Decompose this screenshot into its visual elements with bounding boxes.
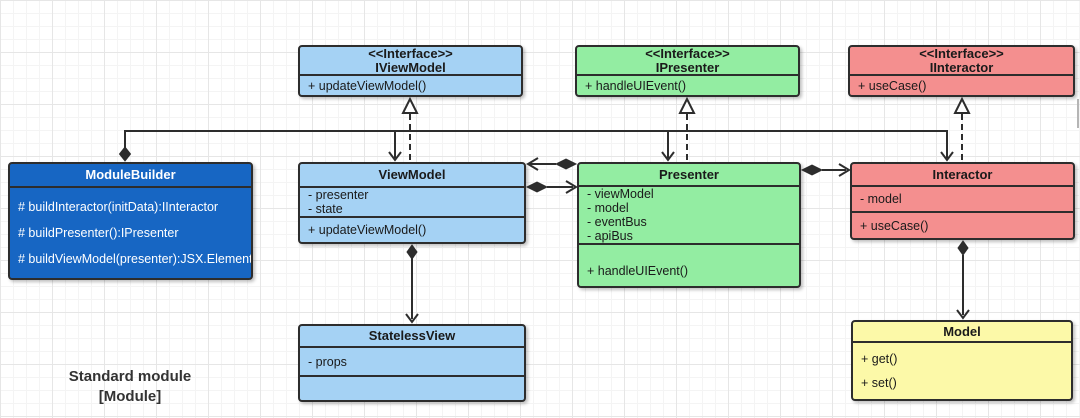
class-presenter[interactable]: Presenter - viewModel - model - eventBus…: [577, 162, 801, 288]
viewmodel-title: ViewModel: [300, 164, 524, 188]
model-method: + get(): [861, 352, 898, 367]
diagram-caption: Standard module [Module]: [30, 367, 230, 407]
presenter-attribute: - eventBus: [587, 215, 647, 229]
edge-presenter-realizes-ipresenter: [678, 96, 696, 160]
class-model[interactable]: Model + get() + set(): [851, 320, 1073, 401]
edge-viewmodel-realizes-iviewmodel: [401, 96, 419, 160]
iinteractor-method: + useCase(): [858, 78, 927, 93]
presenter-method: + handleUIEvent(): [587, 264, 689, 278]
statelessview-title: StatelessView: [300, 326, 524, 348]
presenter-attribute: - model: [587, 201, 629, 215]
model-title: Model: [853, 322, 1071, 343]
viewmodel-attribute: - presenter: [308, 188, 369, 202]
interactor-title: Interactor: [852, 164, 1073, 187]
modulebuilder-method: # buildPresenter():IPresenter: [18, 226, 179, 240]
interface-ipresenter[interactable]: <<Interface>> IPresenter + handleUIEvent…: [575, 45, 800, 97]
edge-interactor-composes-model: [956, 240, 970, 320]
iinteractor-stereotype: <<Interface>>: [919, 45, 1004, 61]
viewmodel-attribute: - state: [308, 202, 343, 216]
edge-presenter-composes-viewmodel: [526, 157, 578, 171]
class-interactor[interactable]: Interactor - model + useCase(): [850, 162, 1075, 240]
iviewmodel-method: + updateViewModel(): [308, 78, 427, 93]
presenter-title: Presenter: [579, 164, 799, 187]
class-modulebuilder-title: ModuleBuilder: [10, 164, 251, 188]
viewmodel-method: + updateViewModel(): [308, 223, 427, 237]
edge-viewmodel-composes-statelessview: [405, 244, 419, 324]
diagram-caption-line1: Standard module: [68, 368, 192, 385]
class-modulebuilder[interactable]: ModuleBuilder # buildInteractor(initData…: [8, 162, 253, 280]
presenter-attribute: - apiBus: [587, 229, 633, 243]
edge-interactor-realizes-iinteractor: [953, 96, 971, 160]
class-statelessview[interactable]: StatelessView - props: [298, 324, 526, 402]
modulebuilder-method: # buildInteractor(initData):IInteractor: [18, 200, 219, 214]
iviewmodel-name: IViewModel: [375, 59, 446, 75]
edge-viewmodel-composes-presenter: [525, 180, 578, 194]
edge-modulebuilder-composes-components: [118, 130, 954, 162]
class-viewmodel[interactable]: ViewModel - presenter - state + updateVi…: [298, 162, 526, 244]
ipresenter-method: + handleUIEvent(): [585, 78, 687, 93]
interface-iinteractor[interactable]: <<Interface>> IInteractor + useCase(): [848, 45, 1075, 97]
statelessview-empty-methods: [300, 377, 524, 400]
presenter-attribute: - viewModel: [587, 187, 654, 201]
modulebuilder-method: # buildViewModel(presenter):JSX.Element: [18, 252, 253, 266]
iinteractor-name: IInteractor: [929, 59, 994, 75]
ipresenter-stereotype: <<Interface>>: [645, 45, 730, 61]
interface-iviewmodel[interactable]: <<Interface>> IViewModel + updateViewMod…: [298, 45, 523, 97]
interactor-method: + useCase(): [860, 218, 929, 233]
interactor-attribute: - model: [860, 192, 902, 206]
ipresenter-name: IPresenter: [655, 59, 720, 75]
model-method: + set(): [861, 375, 897, 390]
statelessview-attribute: - props: [308, 354, 347, 369]
diagram-caption-line2: [Module]: [98, 388, 162, 405]
iviewmodel-stereotype: <<Interface>>: [368, 45, 453, 61]
edge-presenter-composes-interactor: [800, 163, 851, 177]
